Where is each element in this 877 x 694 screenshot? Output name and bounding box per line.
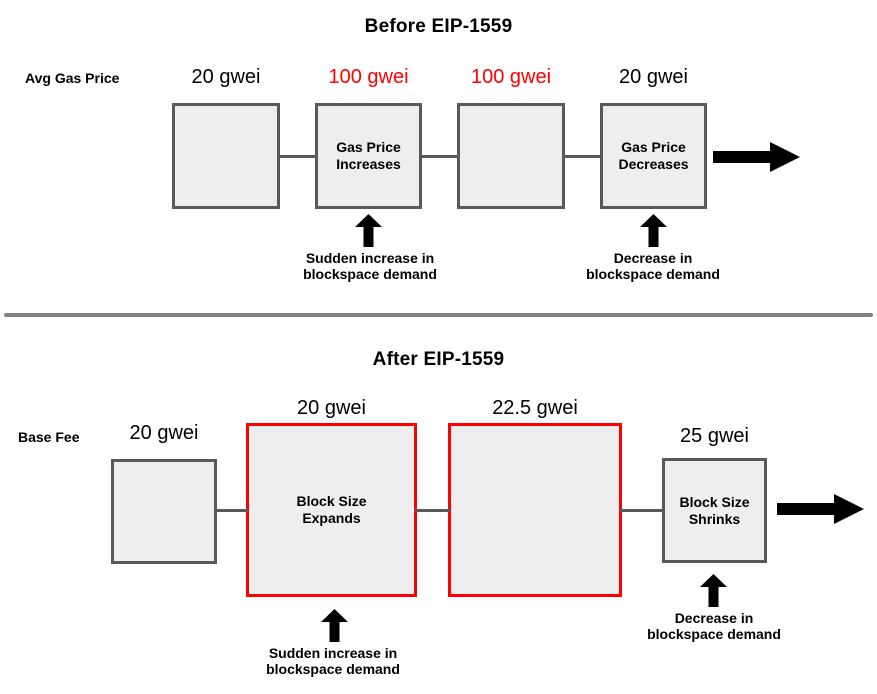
annotation-label: Sudden increase in blockspace demand: [266, 645, 400, 677]
arrow-up-icon: [321, 609, 348, 642]
after-title: After EIP-1559: [372, 349, 505, 370]
price-label: 20 gwei: [619, 66, 688, 88]
arrow-right-icon: [777, 494, 864, 524]
annotation-label: Sudden increase in blockspace demand: [303, 250, 437, 282]
price-label: 100 gwei: [328, 66, 409, 88]
price-label: 20 gwei: [297, 397, 366, 419]
annotation-label: Decrease in blockspace demand: [647, 610, 781, 642]
annotation-label: Decrease in blockspace demand: [586, 250, 720, 282]
section-divider: [4, 313, 873, 317]
connector-line: [415, 509, 450, 512]
arrow-up-icon: [700, 574, 727, 607]
connector-line: [215, 509, 248, 512]
arrow-up-icon: [355, 214, 382, 247]
block-box: Block Size Expands: [246, 423, 417, 597]
block-box: [448, 423, 622, 597]
box-label: Block Size Expands: [296, 493, 367, 526]
base-fee-label: Base Fee: [18, 429, 80, 445]
before-title: Before EIP-1559: [364, 16, 513, 37]
block-box: [457, 103, 565, 209]
price-label: 25 gwei: [680, 425, 749, 447]
block-box: [111, 459, 217, 564]
price-label: 20 gwei: [129, 422, 199, 444]
connector-line: [278, 155, 317, 158]
connector-line: [563, 155, 602, 158]
box-label: Gas Price Increases: [336, 139, 401, 172]
block-box: Block Size Shrinks: [662, 458, 767, 563]
price-label: 20 gwei: [191, 66, 261, 88]
connector-line: [620, 509, 664, 512]
block-box: [172, 103, 280, 209]
block-box: Gas Price Increases: [315, 103, 422, 209]
box-label: Gas Price Decreases: [618, 139, 689, 172]
arrow-right-icon: [713, 142, 800, 172]
connector-line: [420, 155, 459, 158]
price-label: 100 gwei: [470, 66, 552, 88]
avg-gas-price-label: Avg Gas Price: [25, 70, 120, 86]
box-label: Block Size Shrinks: [679, 493, 750, 527]
arrow-up-icon: [640, 214, 667, 247]
price-label: 22.5 gwei: [492, 397, 578, 419]
block-box: Gas Price Decreases: [600, 103, 707, 209]
